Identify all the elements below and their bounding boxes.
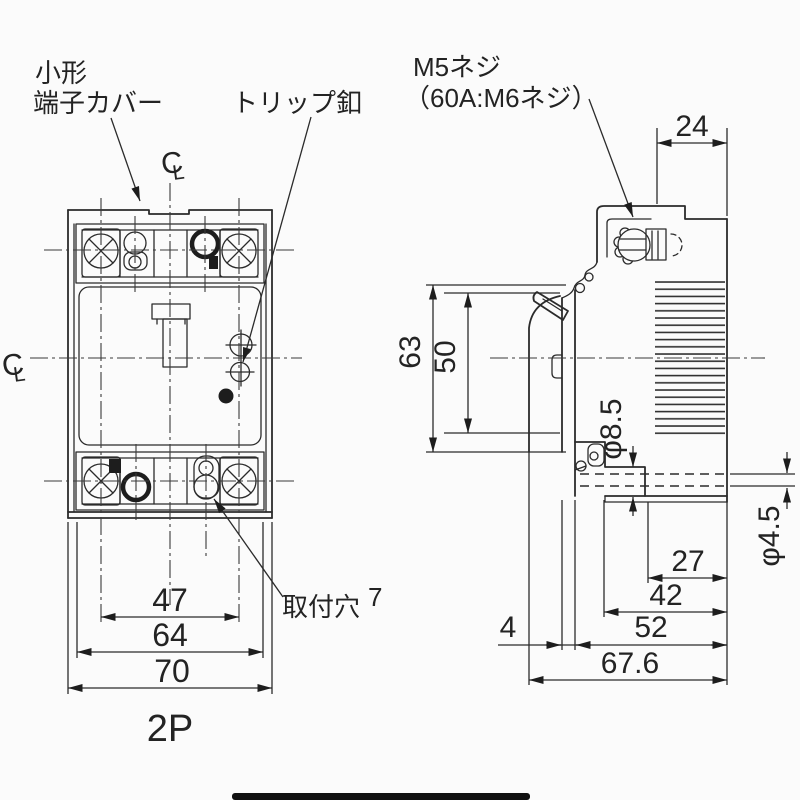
bottom-bar — [232, 793, 530, 800]
dim-27: 27 — [647, 502, 727, 583]
dim-24: 24 — [656, 110, 728, 216]
dim-4-52: 4 52 — [498, 500, 727, 650]
dim-676-text: 67.6 — [601, 647, 659, 680]
dim-47-text: 47 — [152, 582, 188, 618]
trip-button — [218, 329, 257, 404]
dim-42: 42 — [603, 500, 727, 617]
dim-42-text: 42 — [649, 579, 682, 612]
side-body-outline — [528, 205, 728, 503]
leader-terminal-cover — [110, 117, 141, 202]
dim-64-text: 64 — [152, 617, 188, 653]
centerline-symbol-top: C L — [159, 146, 186, 185]
label-mounting-hole: 取付穴 7 — [213, 498, 382, 622]
dim-52-text: 52 — [634, 611, 667, 644]
dim-63: 63 — [394, 284, 566, 453]
dim-phi45: φ4.5 — [730, 452, 795, 567]
m5-screw-label-line1: M5ネジ — [413, 52, 501, 82]
trip-button-label: トリップ釦 — [232, 88, 362, 118]
centerline-symbol-l: L — [171, 161, 186, 185]
centerline-symbol-c: C — [159, 146, 185, 182]
dim-phi45-text: φ4.5 — [753, 505, 786, 566]
label-m5-screw: M5ネジ （60A:M6ネジ） — [404, 52, 634, 218]
dim-50-text: 50 — [429, 340, 462, 373]
terminal-tab-bottom — [109, 459, 121, 473]
dim-676: 67.6 — [528, 452, 728, 685]
m5-screw-label-line2: （60A:M6ネジ） — [404, 83, 598, 113]
trip-button-dot — [218, 388, 234, 404]
dim-24-text: 24 — [675, 110, 708, 143]
dim-70: 70 — [67, 522, 273, 694]
front-centerlines — [30, 183, 302, 622]
side-view: M5ネジ （60A:M6ネジ） 24 63 50 φ8.5 — [394, 52, 795, 685]
dim-63-text: 63 — [394, 335, 427, 368]
dim-70-text: 70 — [154, 653, 190, 689]
mounting-hole-size: 7 — [368, 582, 382, 612]
dim-47: 47 — [101, 582, 239, 621]
centerline-symbol-left: C L — [0, 348, 27, 387]
label-terminal-cover: 小形 端子カバー — [33, 58, 163, 202]
terminal-cover-bracket — [596, 205, 728, 263]
centerline-symbol-c: C — [0, 348, 26, 384]
centerline-symbol-l: L — [12, 362, 27, 386]
rail-clip — [587, 443, 605, 467]
face-latch — [551, 354, 563, 379]
leader-mounting-hole — [213, 498, 284, 598]
pole-label: 2P — [147, 708, 193, 750]
leader-m5-screw — [588, 98, 634, 218]
dim-4-text: 4 — [500, 611, 517, 644]
terminal-screw-side — [613, 227, 683, 265]
terminal-cover-label-line1: 小形 — [35, 58, 87, 88]
mounting-hole-label: 取付穴 — [282, 592, 360, 622]
dim-phi85: φ8.5 — [595, 398, 637, 516]
terminal-tab-top — [209, 256, 218, 269]
cover-clip — [561, 261, 598, 299]
mounting-foot — [574, 441, 728, 503]
dim-27-text: 27 — [671, 545, 704, 578]
vent-ribs — [655, 281, 725, 439]
breaker-handle — [151, 303, 191, 368]
leader-trip-button — [242, 116, 312, 363]
front-view: C L C L 47 64 70 2P 小形 端子カバー — [0, 58, 382, 750]
terminal-cover-label-line2: 端子カバー — [33, 88, 163, 118]
dim-phi85-text: φ8.5 — [595, 398, 628, 459]
label-trip-button: トリップ釦 — [232, 88, 362, 363]
escutcheon-curve — [528, 295, 561, 453]
hidden-washer-arc — [670, 233, 683, 257]
dim-64: 64 — [76, 522, 264, 658]
dim-50: 50 — [429, 292, 560, 434]
